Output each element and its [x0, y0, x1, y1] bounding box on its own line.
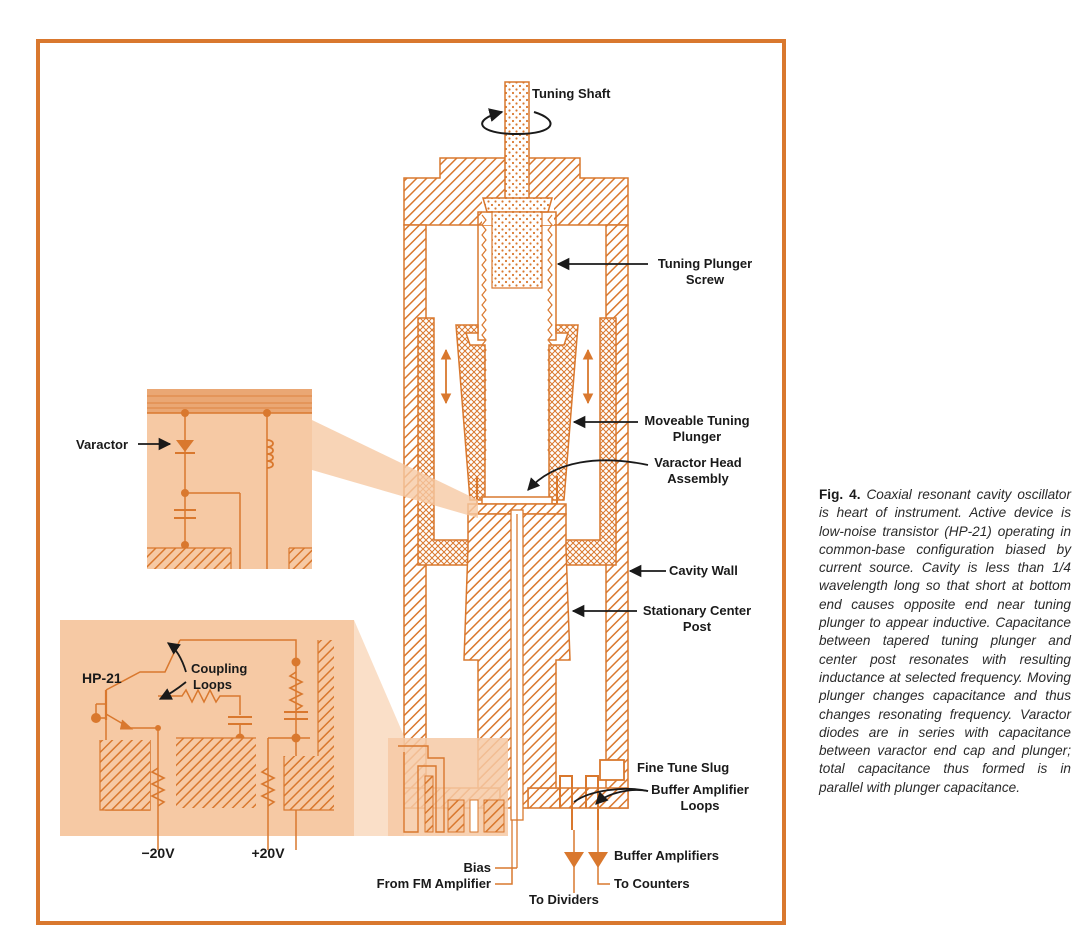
label-hp21: HP-21: [82, 670, 122, 686]
label-varactor-head-2: Assembly: [667, 471, 729, 486]
label-tuning-shaft: Tuning Shaft: [532, 86, 611, 101]
label-bias: Bias: [464, 860, 491, 875]
emitter-resistor: [150, 767, 166, 807]
label-tuning-plunger-screw-1: Tuning Plunger: [658, 256, 752, 271]
label-buffer-loops-2: Loops: [681, 798, 720, 813]
label-buffer-loops-1: Buffer Amplifier: [651, 782, 749, 797]
figure-caption: Fig. 4. Coaxial resonant cavity oscillat…: [819, 486, 1071, 797]
label-fine-tune-slug: Fine Tune Slug: [637, 760, 729, 775]
caption-text: Coaxial resonant cavity oscillator is he…: [819, 487, 1072, 795]
varactor-inset: [138, 389, 478, 569]
label-buffer-amplifiers: Buffer Amplifiers: [614, 848, 719, 863]
label-coupling-loops-1: Coupling: [191, 661, 247, 676]
transistor-emitter-arrow: [120, 719, 134, 730]
label-tuning-plunger-screw-2: Screw: [686, 272, 725, 287]
bias-resistor: [260, 767, 276, 807]
label-coupling-loops-2: Loops: [193, 677, 232, 692]
label-varactor: Varactor: [76, 437, 128, 452]
label-to-counters: To Counters: [614, 876, 690, 891]
label-moveable-plunger-1: Moveable Tuning: [644, 413, 749, 428]
buffer-amp-triangle-left: [564, 852, 584, 868]
label-to-dividers: To Dividers: [529, 892, 599, 907]
stationary-center-post: [463, 509, 571, 868]
label-stationary-post-1: Stationary Center: [643, 603, 751, 618]
label-stationary-post-2: Post: [683, 619, 712, 634]
tuning-shaft: [481, 81, 553, 289]
fine-tune-slug: [599, 759, 625, 781]
coupling-resistor: [158, 688, 241, 715]
label-varactor-head-1: Varactor Head: [654, 455, 741, 470]
buffer-amp-triangle-right: [588, 852, 608, 868]
label-moveable-plunger-2: Plunger: [673, 429, 721, 444]
collector-resistor: [288, 671, 304, 711]
oscillator-inset: [60, 620, 508, 850]
caption-figure-number: Fig. 4.: [819, 487, 861, 502]
callout-arrows: [527, 257, 666, 805]
label-plus-20v: +20V: [251, 845, 285, 861]
label-from-fm-amplifier: From FM Amplifier: [377, 876, 491, 891]
label-minus-20v: −20V: [141, 845, 175, 861]
varactor-diode: [176, 440, 194, 452]
cavity-bottom-detail: [398, 745, 505, 833]
label-cavity-wall: Cavity Wall: [669, 563, 738, 578]
